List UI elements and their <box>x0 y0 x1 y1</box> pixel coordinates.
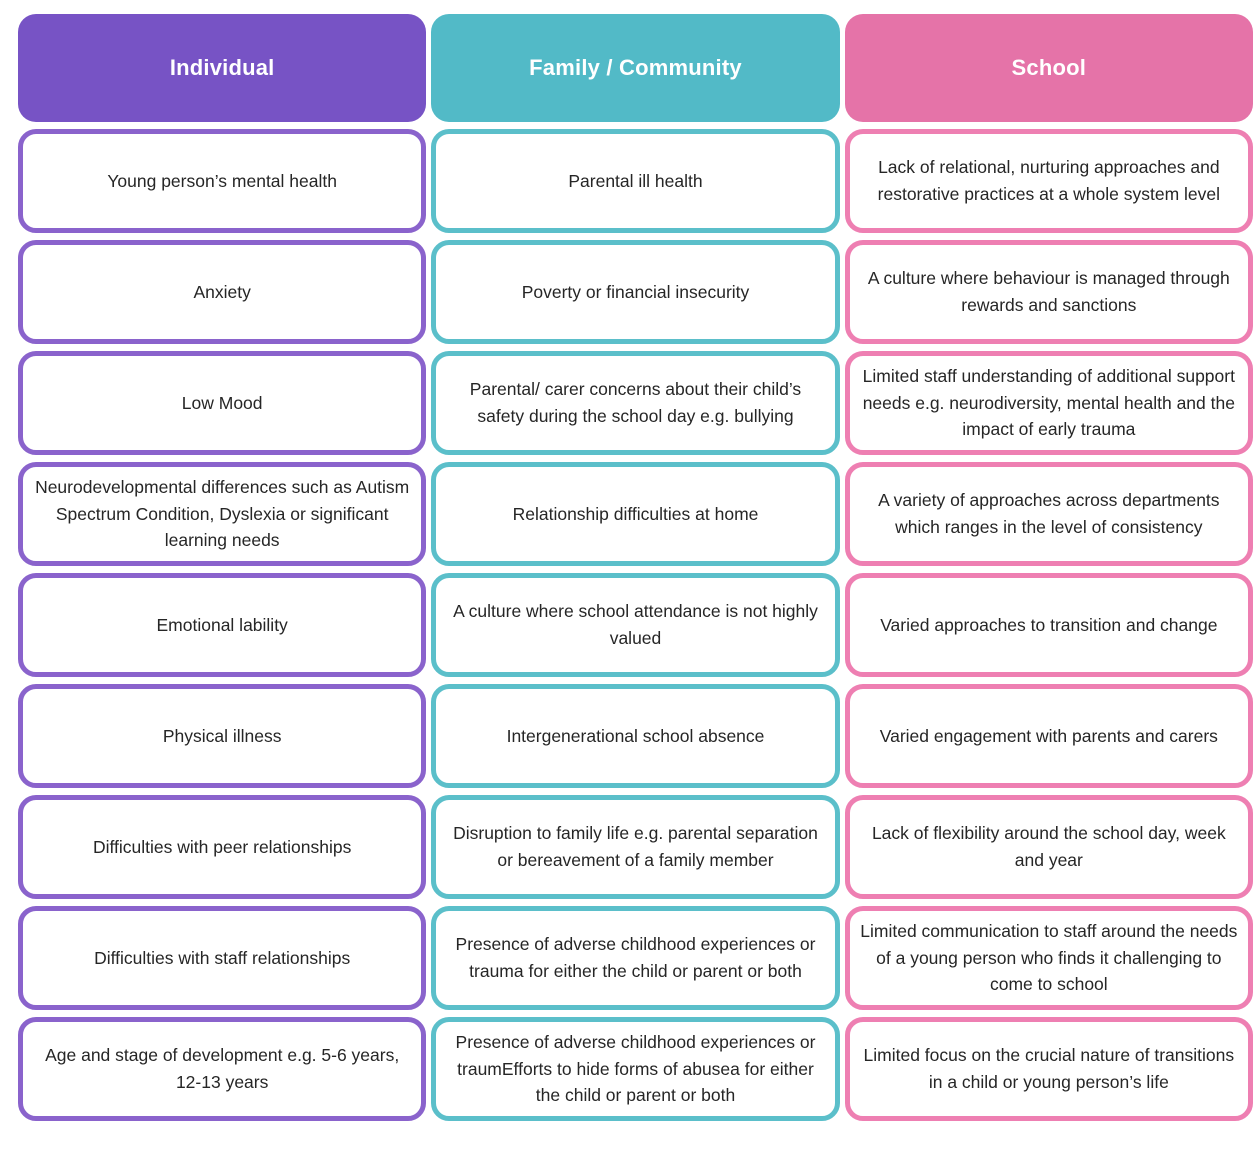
cell-school-4: A variety of approaches across departmen… <box>844 462 1253 566</box>
cell-text: Presence of adverse childhood experience… <box>455 1032 816 1106</box>
cell-family-community-8: Presence of adverse childhood experience… <box>431 906 840 1010</box>
cell-individual-7: Difficulties with peer relationships <box>18 795 427 899</box>
cell-individual-8: Difficulties with staff relationships <box>18 906 427 1010</box>
cell-text: A culture where behaviour is managed thr… <box>867 268 1230 315</box>
cell-text: A culture where school attendance is not… <box>453 601 818 648</box>
cell-individual-9: Age and stage of development e.g. 5-6 ye… <box>18 1017 427 1121</box>
cell-family-community-1: Parental ill health <box>431 129 840 233</box>
cell-school-1: Lack of relational, nurturing approaches… <box>844 129 1253 233</box>
cell-text: Difficulties with peer relationships <box>92 836 352 857</box>
column-header-family-community: Family / Community <box>431 14 840 122</box>
cell-school-7: Lack of flexibility around the school da… <box>844 795 1253 899</box>
cell-text: Varied approaches to transition and chan… <box>880 614 1218 635</box>
cell-text: Disruption to family life e.g. parental … <box>453 823 818 870</box>
cell-school-9: Limited focus on the crucial nature of t… <box>844 1017 1253 1121</box>
cell-text: Age and stage of development e.g. 5-6 ye… <box>45 1045 400 1092</box>
cell-text: Presence of adverse childhood experience… <box>455 934 816 981</box>
cell-text: Difficulties with staff relationships <box>94 947 351 968</box>
cell-individual-4: Neurodevelopmental differences such as A… <box>18 462 427 566</box>
cell-family-community-2: Poverty or financial insecurity <box>431 240 840 344</box>
column-school: School Lack of relational, nurturing app… <box>844 14 1253 1121</box>
column-header-individual: Individual <box>18 14 427 122</box>
cell-text: Lack of flexibility around the school da… <box>871 823 1226 870</box>
cell-individual-3: Low Mood <box>18 351 427 455</box>
cell-school-8: Limited communication to staff around th… <box>844 906 1253 1010</box>
cell-family-community-9: Presence of adverse childhood experience… <box>431 1017 840 1121</box>
cell-individual-1: Young person’s mental health <box>18 129 427 233</box>
cell-text: Neurodevelopmental differences such as A… <box>35 477 410 551</box>
cell-text: Parental ill health <box>568 170 703 191</box>
cell-text: Lack of relational, nurturing approaches… <box>877 157 1221 204</box>
cell-text: Limited staff understanding of additiona… <box>862 366 1235 440</box>
cell-text: Limited communication to staff around th… <box>860 921 1238 995</box>
cell-family-community-6: Intergenerational school absence <box>431 684 840 788</box>
cell-family-community-7: Disruption to family life e.g. parental … <box>431 795 840 899</box>
cell-text: Intergenerational school absence <box>506 725 765 746</box>
cell-family-community-3: Parental/ carer concerns about their chi… <box>431 351 840 455</box>
cell-school-3: Limited staff understanding of additiona… <box>844 351 1253 455</box>
cell-family-community-5: A culture where school attendance is not… <box>431 573 840 677</box>
cell-text: Limited focus on the crucial nature of t… <box>863 1045 1235 1092</box>
cell-text: Varied engagement with parents and carer… <box>879 725 1218 746</box>
cell-family-community-4: Relationship difficulties at home <box>431 462 840 566</box>
cell-individual-2: Anxiety <box>18 240 427 344</box>
cell-text: Physical illness <box>162 725 282 746</box>
cell-individual-5: Emotional lability <box>18 573 427 677</box>
cell-text: Parental/ carer concerns about their chi… <box>469 379 802 426</box>
cell-school-2: A culture where behaviour is managed thr… <box>844 240 1253 344</box>
cell-text: Anxiety <box>193 281 251 302</box>
cell-text: Young person’s mental health <box>107 170 337 191</box>
cell-text: Poverty or financial insecurity <box>521 281 750 302</box>
column-header-school: School <box>844 14 1253 122</box>
cell-text: Low Mood <box>181 392 263 413</box>
cell-school-5: Varied approaches to transition and chan… <box>844 573 1253 677</box>
cell-text: Emotional lability <box>156 614 288 635</box>
cell-text: A variety of approaches across departmen… <box>878 490 1220 537</box>
cell-individual-6: Physical illness <box>18 684 427 788</box>
cell-school-6: Varied engagement with parents and carer… <box>844 684 1253 788</box>
cell-text: Relationship difficulties at home <box>512 503 759 524</box>
